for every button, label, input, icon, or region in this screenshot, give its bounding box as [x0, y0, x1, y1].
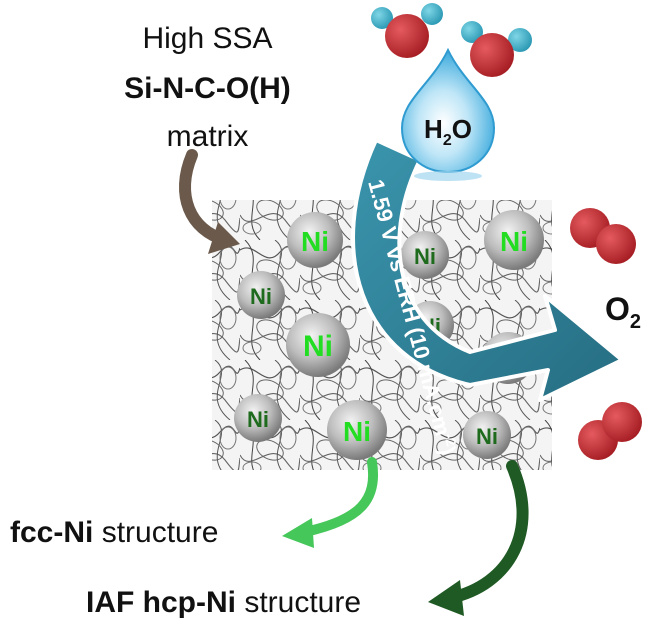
svg-text:Ni: Ni: [476, 424, 498, 449]
fcc-label-bold: fcc-Ni: [10, 516, 94, 549]
water-molecule: [371, 3, 443, 58]
water-molecule: [461, 21, 532, 77]
ni-particle: Ni: [287, 212, 343, 268]
ni-particle: Ni: [401, 231, 449, 279]
svg-text:Ni: Ni: [343, 416, 371, 447]
fcc-arrow: [282, 457, 378, 548]
o2-molecule: [578, 402, 642, 460]
svg-text:Ni: Ni: [247, 407, 269, 432]
ni-particle: Ni: [463, 411, 511, 459]
ni-particle: Ni: [237, 271, 285, 319]
ni-particle: Ni: [327, 400, 387, 460]
svg-text:Ni: Ni: [303, 330, 333, 363]
ni-particle: Ni: [484, 210, 544, 270]
water-drop: H2O: [400, 47, 496, 181]
svg-text:Ni: Ni: [301, 226, 329, 257]
hcp-structure-label: IAF hcp-Ni structure: [86, 586, 361, 620]
matrix-label-line1: High SSA: [142, 22, 273, 55]
hcp-label-bold: IAF hcp-Ni: [86, 586, 236, 619]
svg-text:Ni: Ni: [500, 226, 528, 257]
matrix-label-line2: Si-N-C-O(H): [124, 72, 291, 105]
matrix-label-line3: matrix: [166, 120, 249, 153]
water-label: H2O: [424, 114, 472, 149]
fcc-structure-label: fcc-Ni structure: [10, 516, 218, 550]
hcp-arrow: [428, 460, 529, 616]
ni-particle: Ni: [234, 394, 282, 442]
o2-label: O2: [605, 291, 641, 333]
hcp-label-rest: structure: [236, 586, 362, 619]
svg-text:Ni: Ni: [414, 244, 436, 269]
matrix-pointer-arrow: [178, 149, 240, 254]
fcc-label-rest: structure: [93, 516, 219, 549]
ni-particle: Ni: [286, 313, 350, 377]
o2-molecule: [570, 208, 636, 264]
svg-text:Ni: Ni: [250, 284, 272, 309]
